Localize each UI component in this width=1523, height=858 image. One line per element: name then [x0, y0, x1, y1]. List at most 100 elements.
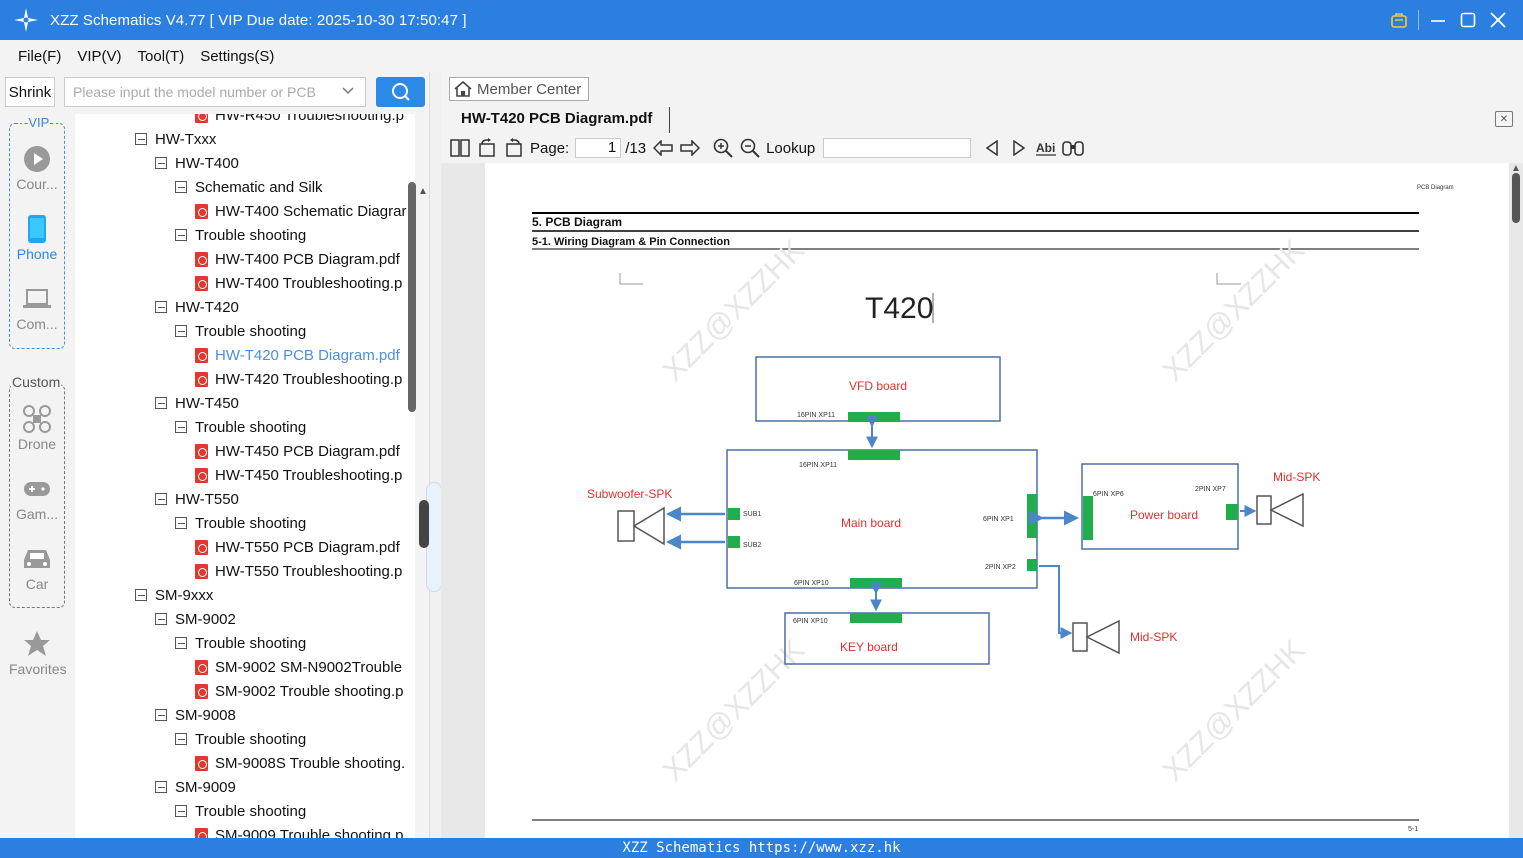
viewer-scroll-up-icon[interactable]: ▲	[1511, 163, 1521, 174]
vfd-board-label: VFD board	[849, 379, 907, 393]
tree-folder-node[interactable]: SM-9008	[155, 703, 236, 727]
collapse-icon[interactable]	[175, 637, 187, 649]
zoom-in-icon[interactable]	[712, 137, 734, 159]
tree-folder-node[interactable]: SM-9009	[155, 775, 236, 799]
tree-folder-node[interactable]: Trouble shooting	[175, 799, 306, 823]
scroll-up-icon[interactable]: ▲	[418, 186, 428, 197]
tree-file-node[interactable]: HW-T550 Troubleshooting.p	[195, 559, 402, 583]
titlebar-divider	[1418, 10, 1419, 30]
collapse-icon[interactable]	[155, 157, 167, 169]
collapse-icon[interactable]	[135, 589, 147, 601]
tree-folder-node[interactable]: HW-T420	[155, 295, 239, 319]
chevron-down-icon[interactable]	[341, 84, 355, 101]
match-case-icon[interactable]: Abi	[1035, 137, 1057, 159]
close-icon[interactable]	[1483, 5, 1513, 35]
tree-file-node[interactable]: HW-T450 PCB Diagram.pdf	[195, 439, 400, 463]
tree-file-node[interactable]: HW-T450 Troubleshooting.p	[195, 463, 402, 487]
shrink-button[interactable]: Shrink	[5, 77, 55, 107]
find-next-icon[interactable]	[1008, 137, 1030, 159]
tree-file-node[interactable]: SM-9002 Trouble shooting.p	[195, 679, 403, 703]
collapse-icon[interactable]	[175, 325, 187, 337]
search-button[interactable]	[376, 77, 425, 107]
tree-folder-node[interactable]: HW-T400	[155, 151, 239, 175]
zoom-out-icon[interactable]	[739, 137, 761, 159]
tree-folder-node[interactable]: Trouble shooting	[175, 727, 306, 751]
pdf-file-icon	[195, 755, 208, 771]
menu-file[interactable]: File(F)	[18, 47, 62, 65]
viewer-scrollbar[interactable]	[1512, 173, 1520, 223]
collapse-icon[interactable]	[175, 517, 187, 529]
collapse-icon[interactable]	[155, 301, 167, 313]
tree-file-node[interactable]: HW-T400 Schematic Diagrar	[195, 199, 406, 223]
tree-folder-node[interactable]: HW-Txxx	[135, 127, 216, 151]
category-gaming[interactable]: Gam...	[9, 474, 65, 522]
tree-folder-node[interactable]: Trouble shooting	[175, 511, 306, 535]
dual-page-icon[interactable]	[449, 137, 471, 159]
find-previous-icon[interactable]	[981, 137, 1003, 159]
tree-folder-node[interactable]: HW-T450	[155, 391, 239, 415]
rotate-right-icon[interactable]	[503, 137, 525, 159]
close-tab-icon[interactable]: ✕	[1495, 111, 1513, 127]
category-computer[interactable]: Com...	[9, 284, 65, 332]
tree-file-node[interactable]: HW-R450 Troubleshooting.p	[195, 114, 404, 127]
collapse-icon[interactable]	[175, 421, 187, 433]
search-input[interactable]: Please input the model number or PCB	[64, 77, 366, 107]
pdf-file-icon	[195, 467, 208, 483]
tree-file-node[interactable]: HW-T400 PCB Diagram.pdf	[195, 247, 400, 271]
tree-file-node[interactable]: SM-9008S Trouble shooting.	[195, 751, 405, 775]
rotate-left-icon[interactable]	[476, 137, 498, 159]
search-placeholder: Please input the model number or PCB	[73, 84, 316, 100]
tree-file-node[interactable]: HW-T420 PCB Diagram.pdf	[195, 343, 400, 367]
lookup-input[interactable]	[823, 138, 972, 158]
tree-folder-node[interactable]: SM-9002	[155, 607, 236, 631]
collapse-icon[interactable]	[155, 493, 167, 505]
tree-folder-node[interactable]: Schematic and Silk	[175, 175, 323, 199]
category-car[interactable]: Car	[9, 544, 65, 592]
menu-settings[interactable]: Settings(S)	[200, 47, 275, 65]
tree-node-label: HW-T400 Schematic Diagrar	[215, 202, 407, 220]
collapse-icon[interactable]	[155, 781, 167, 793]
collapse-icon[interactable]	[175, 733, 187, 745]
pdf-file-icon	[195, 443, 208, 459]
category-course[interactable]: Cour...	[9, 144, 65, 192]
tree-scrollbar[interactable]	[408, 182, 416, 412]
collapse-icon[interactable]	[155, 709, 167, 721]
collapse-icon[interactable]	[175, 229, 187, 241]
pin-label: 2PIN XP7	[1195, 486, 1226, 493]
tree-node-label: HW-T550	[175, 490, 239, 508]
next-page-icon[interactable]	[679, 137, 701, 159]
member-center-button[interactable]: Member Center	[449, 77, 589, 101]
tree-folder-node[interactable]: Trouble shooting	[175, 319, 306, 343]
home-icon	[454, 81, 472, 97]
maximize-icon[interactable]	[1453, 5, 1483, 35]
tree-folder-node[interactable]: Trouble shooting	[175, 415, 306, 439]
pdf-viewer[interactable]: PCB Diagram 5. PCB Diagram 5-1. Wiring D…	[441, 163, 1523, 838]
laptop-icon	[22, 284, 52, 314]
tree-file-node[interactable]: SM-9002 SM-N9002Trouble	[195, 655, 402, 679]
menu-vip[interactable]: VIP(V)	[77, 47, 122, 65]
tree-folder-node[interactable]: SM-9xxx	[135, 583, 213, 607]
collapse-icon[interactable]	[175, 805, 187, 817]
page-number-input[interactable]: 1	[575, 138, 622, 158]
binoculars-icon[interactable]	[1062, 137, 1085, 159]
document-tab[interactable]: HW-T420 PCB Diagram.pdf	[461, 110, 653, 127]
category-favorites[interactable]: Favorites	[9, 629, 67, 677]
menu-tool[interactable]: Tool(T)	[137, 47, 185, 65]
tree-file-node[interactable]: HW-T550 PCB Diagram.pdf	[195, 535, 400, 559]
shop-bag-icon[interactable]	[1384, 5, 1414, 35]
collapse-icon[interactable]	[155, 397, 167, 409]
collapse-icon[interactable]	[155, 613, 167, 625]
collapse-icon[interactable]	[135, 133, 147, 145]
collapse-icon[interactable]	[175, 181, 187, 193]
panel-splitter-handle[interactable]	[419, 500, 429, 548]
minimize-icon[interactable]	[1423, 5, 1453, 35]
category-phone[interactable]: Phone	[9, 214, 65, 262]
tree-folder-node[interactable]: HW-T550	[155, 487, 239, 511]
previous-page-icon[interactable]	[652, 137, 674, 159]
tree-folder-node[interactable]: Trouble shooting	[175, 223, 306, 247]
tree-file-node[interactable]: HW-T400 Troubleshooting.p	[195, 271, 402, 295]
tree-file-node[interactable]: HW-T420 Troubleshooting.p	[195, 367, 402, 391]
category-drone[interactable]: Drone	[9, 404, 65, 452]
tree-file-node[interactable]: SM-9009 Trouble shooting.p	[195, 823, 403, 838]
tree-folder-node[interactable]: Trouble shooting	[175, 631, 306, 655]
